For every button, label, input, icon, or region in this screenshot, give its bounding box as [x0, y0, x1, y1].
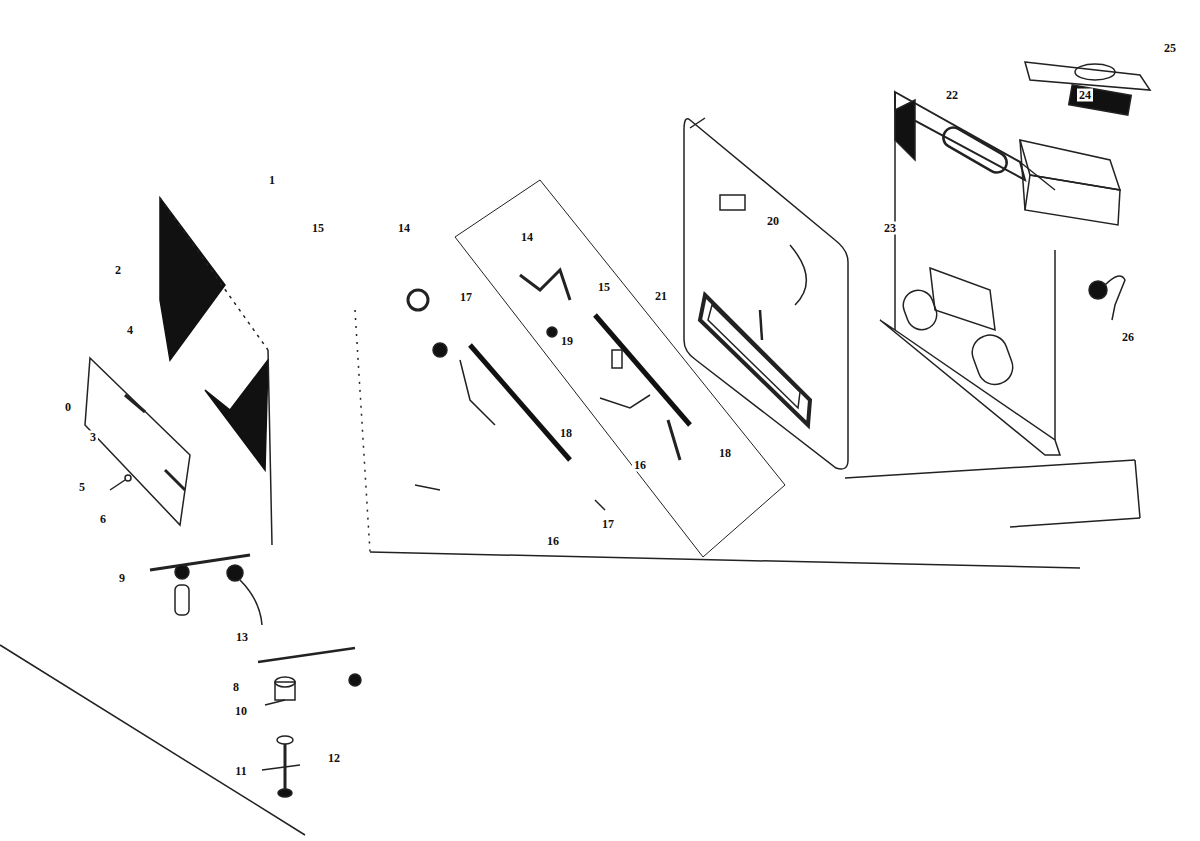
callout-number: 10 — [233, 705, 249, 718]
callout-number: 8 — [231, 681, 241, 694]
callout-number: 24 — [1077, 89, 1093, 102]
callout-number: 5 — [77, 481, 87, 494]
callout-number: 21 — [653, 290, 669, 303]
callout-number: 16 — [545, 535, 561, 548]
callout-number: 3 — [88, 431, 98, 444]
callout-number: 20 — [765, 215, 781, 228]
callout-number: 13 — [234, 631, 250, 644]
callout-number: 15 — [596, 281, 612, 294]
callout-number: 15 — [310, 222, 326, 235]
callout-number: 18 — [717, 447, 733, 460]
callout-number: 2 — [113, 264, 123, 277]
callout-number: 26 — [1120, 331, 1136, 344]
callout-number: 11 — [233, 765, 248, 778]
callout-number: 16 — [632, 459, 648, 472]
callout-number: 19 — [559, 335, 575, 348]
callout-number: 0 — [63, 401, 73, 414]
callout-number: 17 — [458, 291, 474, 304]
callout-number: 1 — [267, 174, 277, 187]
callout-number: 14 — [519, 231, 535, 244]
callout-number: 22 — [944, 89, 960, 102]
callout-number: 4 — [125, 324, 135, 337]
callout-number: 25 — [1162, 42, 1178, 55]
callout-number: 18 — [558, 427, 574, 440]
callout-number: 6 — [98, 513, 108, 526]
callout-number: 14 — [396, 222, 412, 235]
callout-number: 23 — [882, 222, 898, 235]
callout-number: 17 — [600, 518, 616, 531]
callout-number: 9 — [117, 572, 127, 585]
callout-number: 12 — [326, 752, 342, 765]
